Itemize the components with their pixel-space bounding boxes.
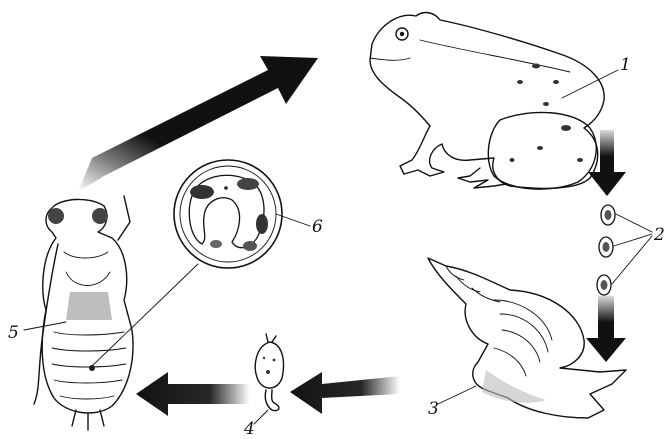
label-5-larva: 5 (8, 323, 19, 343)
leader-line-3 (438, 386, 476, 404)
arrow-cercaria-to-larva (136, 372, 250, 416)
cyst-inset-illustration (90, 160, 310, 368)
frog-illustration (370, 13, 618, 190)
leader-line-4 (254, 410, 268, 424)
label-3-snail: 3 (428, 399, 439, 419)
leader-line-1 (562, 70, 618, 98)
leader-line-2c (612, 236, 652, 284)
arrow-eggs-to-snail (586, 296, 626, 362)
larva-illustration (24, 196, 133, 430)
leader-line-2a (616, 214, 652, 232)
leader-line-2b (614, 234, 652, 246)
eggs-illustration (597, 205, 652, 295)
label-6-cyst: 6 (312, 217, 323, 237)
label-4-cercaria: 4 (243, 419, 255, 439)
cercaria-illustration (254, 334, 284, 424)
label-2-eggs: 2 (653, 225, 665, 245)
label-1-frog: 1 (620, 55, 631, 75)
arrow-snail-to-cercaria (290, 372, 400, 414)
